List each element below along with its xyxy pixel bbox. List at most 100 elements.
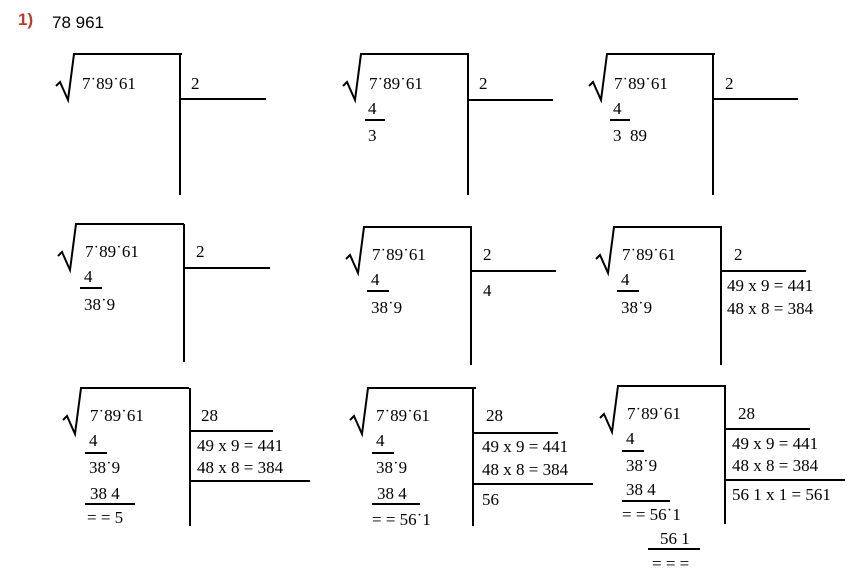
- step-panel-7: 7˙89˙61 28 4 38˙9 49 x 9 = 441 48 x 8 = …: [62, 386, 353, 581]
- division-horizontal-line: [472, 483, 593, 485]
- division-horizontal-line: [720, 270, 806, 272]
- radicand: 7˙89˙61: [82, 74, 136, 93]
- remainder: = = 56˙1: [622, 505, 681, 524]
- remainder: = = 56˙1: [372, 510, 431, 529]
- radical-sign: [55, 53, 182, 104]
- division-vertical-line: [724, 386, 726, 524]
- root-result: 2: [479, 74, 488, 93]
- remainder: 38˙9: [84, 295, 116, 314]
- division-horizontal-line: [189, 430, 273, 432]
- subtraction-line: [85, 503, 135, 505]
- division-horizontal-line: [179, 98, 266, 100]
- remainder: = = =: [652, 554, 690, 573]
- division-vertical-line: [470, 227, 472, 365]
- remainder: 38˙9: [376, 458, 408, 477]
- step-panel-5: 7˙89˙61 2 4 38˙9 4: [345, 225, 636, 420]
- division-vertical-line: [712, 54, 714, 195]
- subtraction-line: [622, 500, 670, 502]
- subtraction-line: [80, 287, 102, 289]
- remainder: 38˙9: [626, 456, 658, 475]
- subtraction-line: [648, 548, 700, 550]
- radicand: 7˙89˙61: [85, 242, 139, 261]
- radical-sign: [588, 53, 715, 104]
- step-panel-9: 7˙89˙61 28 4 38˙9 49 x 9 = 441 48 x 8 = …: [599, 384, 866, 579]
- division-vertical-line: [720, 227, 722, 365]
- side-calculation: 48 x 8 = 384: [482, 460, 569, 479]
- side-calculation: 49 x 9 = 441: [197, 436, 284, 455]
- subtrahend: 38 4: [90, 484, 120, 503]
- remainder: 3 89: [613, 126, 647, 145]
- subtrahend: 56 1: [660, 529, 690, 548]
- subtraction-line: [85, 452, 107, 454]
- subtraction-line: [617, 290, 639, 292]
- division-horizontal-line: [183, 267, 270, 269]
- step-panel-8: 7˙89˙61 28 4 38˙9 49 x 9 = 441 48 x 8 = …: [349, 386, 640, 581]
- side-calculation: 49 x 9 = 441: [482, 437, 569, 456]
- subtrahend: 4: [89, 431, 98, 450]
- remainder: 38˙9: [621, 298, 653, 317]
- radicand: 7˙89˙61: [90, 406, 144, 425]
- radical-sign: [599, 385, 726, 436]
- division-vertical-line: [189, 388, 191, 526]
- subtraction-line: [367, 290, 389, 292]
- subtrahend: 38 4: [377, 484, 407, 503]
- subtrahend: 4: [376, 431, 385, 450]
- remainder: 38˙9: [371, 298, 403, 317]
- root-result: 2: [734, 245, 743, 264]
- radical-sign: [57, 223, 184, 274]
- subtrahend: 4: [84, 267, 93, 286]
- side-calculation: 4: [483, 281, 492, 300]
- radicand: 7˙89˙61: [369, 74, 423, 93]
- subtrahend: 4: [621, 270, 630, 289]
- radicand: 7˙89˙61: [627, 404, 681, 423]
- root-result: 28: [201, 406, 218, 425]
- division-horizontal-line: [189, 480, 310, 482]
- remainder: = = 5: [87, 508, 124, 527]
- side-calculation: 56: [482, 490, 499, 509]
- division-horizontal-line: [467, 99, 553, 101]
- subtrahend: 4: [626, 429, 635, 448]
- division-vertical-line: [467, 54, 469, 195]
- subtraction-line: [365, 119, 385, 121]
- division-vertical-line: [472, 388, 474, 526]
- step-panel-3: 7˙89˙61 2 4 3 89: [588, 52, 866, 247]
- division-horizontal-line: [472, 432, 558, 434]
- root-result: 28: [486, 406, 503, 425]
- subtraction-line: [372, 503, 420, 505]
- step-panel-1: 7˙89˙61 2: [55, 52, 346, 247]
- radical-sign: [342, 53, 469, 104]
- subtrahend: 4: [371, 270, 380, 289]
- radicand: 7˙89˙61: [622, 245, 676, 264]
- radical-sign: [595, 226, 722, 277]
- side-calculation: 49 x 9 = 441: [727, 276, 814, 295]
- task-number: 1): [18, 10, 34, 29]
- subtrahend: 38 4: [626, 480, 656, 499]
- division-horizontal-line: [470, 270, 556, 272]
- step-panel-4: 7˙89˙61 2 4 38˙9: [57, 222, 348, 417]
- subtraction-line: [610, 119, 630, 121]
- step-panel-6: 7˙89˙61 2 4 38˙9 49 x 9 = 441 48 x 8 = 3…: [595, 225, 866, 420]
- radicand: 7˙89˙61: [614, 74, 668, 93]
- subtraction-line: [622, 450, 644, 452]
- root-result: 2: [725, 74, 734, 93]
- side-calculation: 49 x 9 = 441: [732, 434, 819, 453]
- root-result: 2: [483, 245, 492, 264]
- division-vertical-line: [179, 54, 181, 195]
- root-result: 28: [738, 404, 755, 423]
- side-calculation: 48 x 8 = 384: [197, 458, 284, 477]
- subtrahend: 4: [368, 99, 377, 118]
- radicand: 7˙89˙61: [372, 245, 426, 264]
- side-calculation: 48 x 8 = 384: [727, 299, 814, 318]
- root-result: 2: [196, 242, 205, 261]
- side-calculation: 48 x 8 = 384: [732, 456, 819, 475]
- side-calculation: 56 1 x 1 = 561: [732, 485, 831, 504]
- radical-sign: [345, 226, 472, 277]
- subtraction-line: [372, 452, 394, 454]
- subtrahend: 4: [613, 99, 622, 118]
- division-horizontal-line: [712, 98, 798, 100]
- radical-sign: [62, 387, 189, 438]
- radicand: 7˙89˙61: [376, 406, 430, 425]
- division-horizontal-line: [724, 428, 810, 430]
- remainder: 38˙9: [89, 458, 121, 477]
- step-panel-2: 7˙89˙61 2 4 3: [342, 52, 633, 247]
